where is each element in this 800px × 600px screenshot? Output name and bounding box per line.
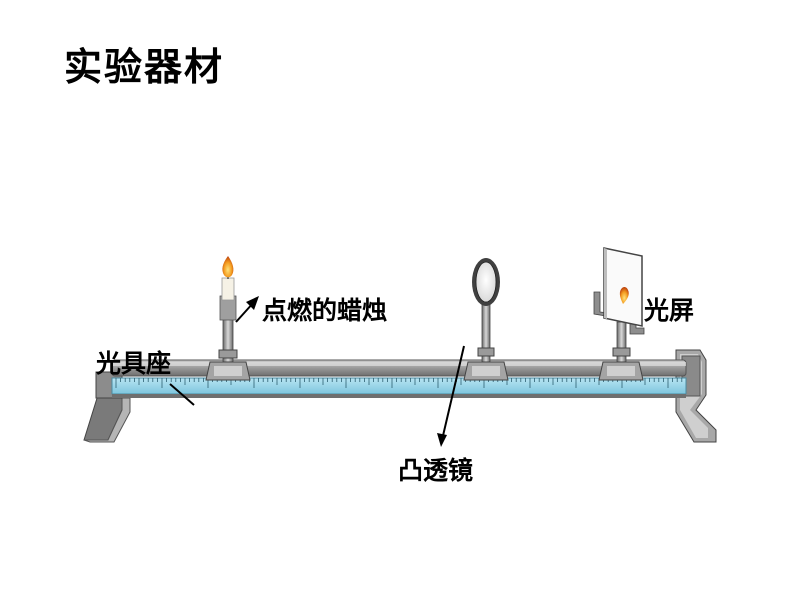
flame-icon: [222, 256, 234, 278]
lens-holder: [463, 299, 509, 381]
candle-holder: [205, 295, 251, 381]
measuring-scale: [111, 377, 687, 395]
holder-label: 光具座: [96, 349, 172, 378]
convex-lens: [472, 258, 500, 306]
light-screen: [603, 247, 643, 327]
lens-arrow: [441, 345, 465, 441]
lens-arrow-head: [437, 433, 447, 447]
candle-arrow-head: [246, 296, 259, 310]
candle-label: 点燃的蜡烛: [262, 296, 388, 325]
page-title: 实验器材: [64, 45, 225, 89]
holder-arrow: [169, 383, 195, 406]
lens-label: 凸透镜: [398, 456, 474, 485]
inverted-image-icon: [619, 286, 629, 304]
screen-label: 光屏: [644, 296, 695, 325]
